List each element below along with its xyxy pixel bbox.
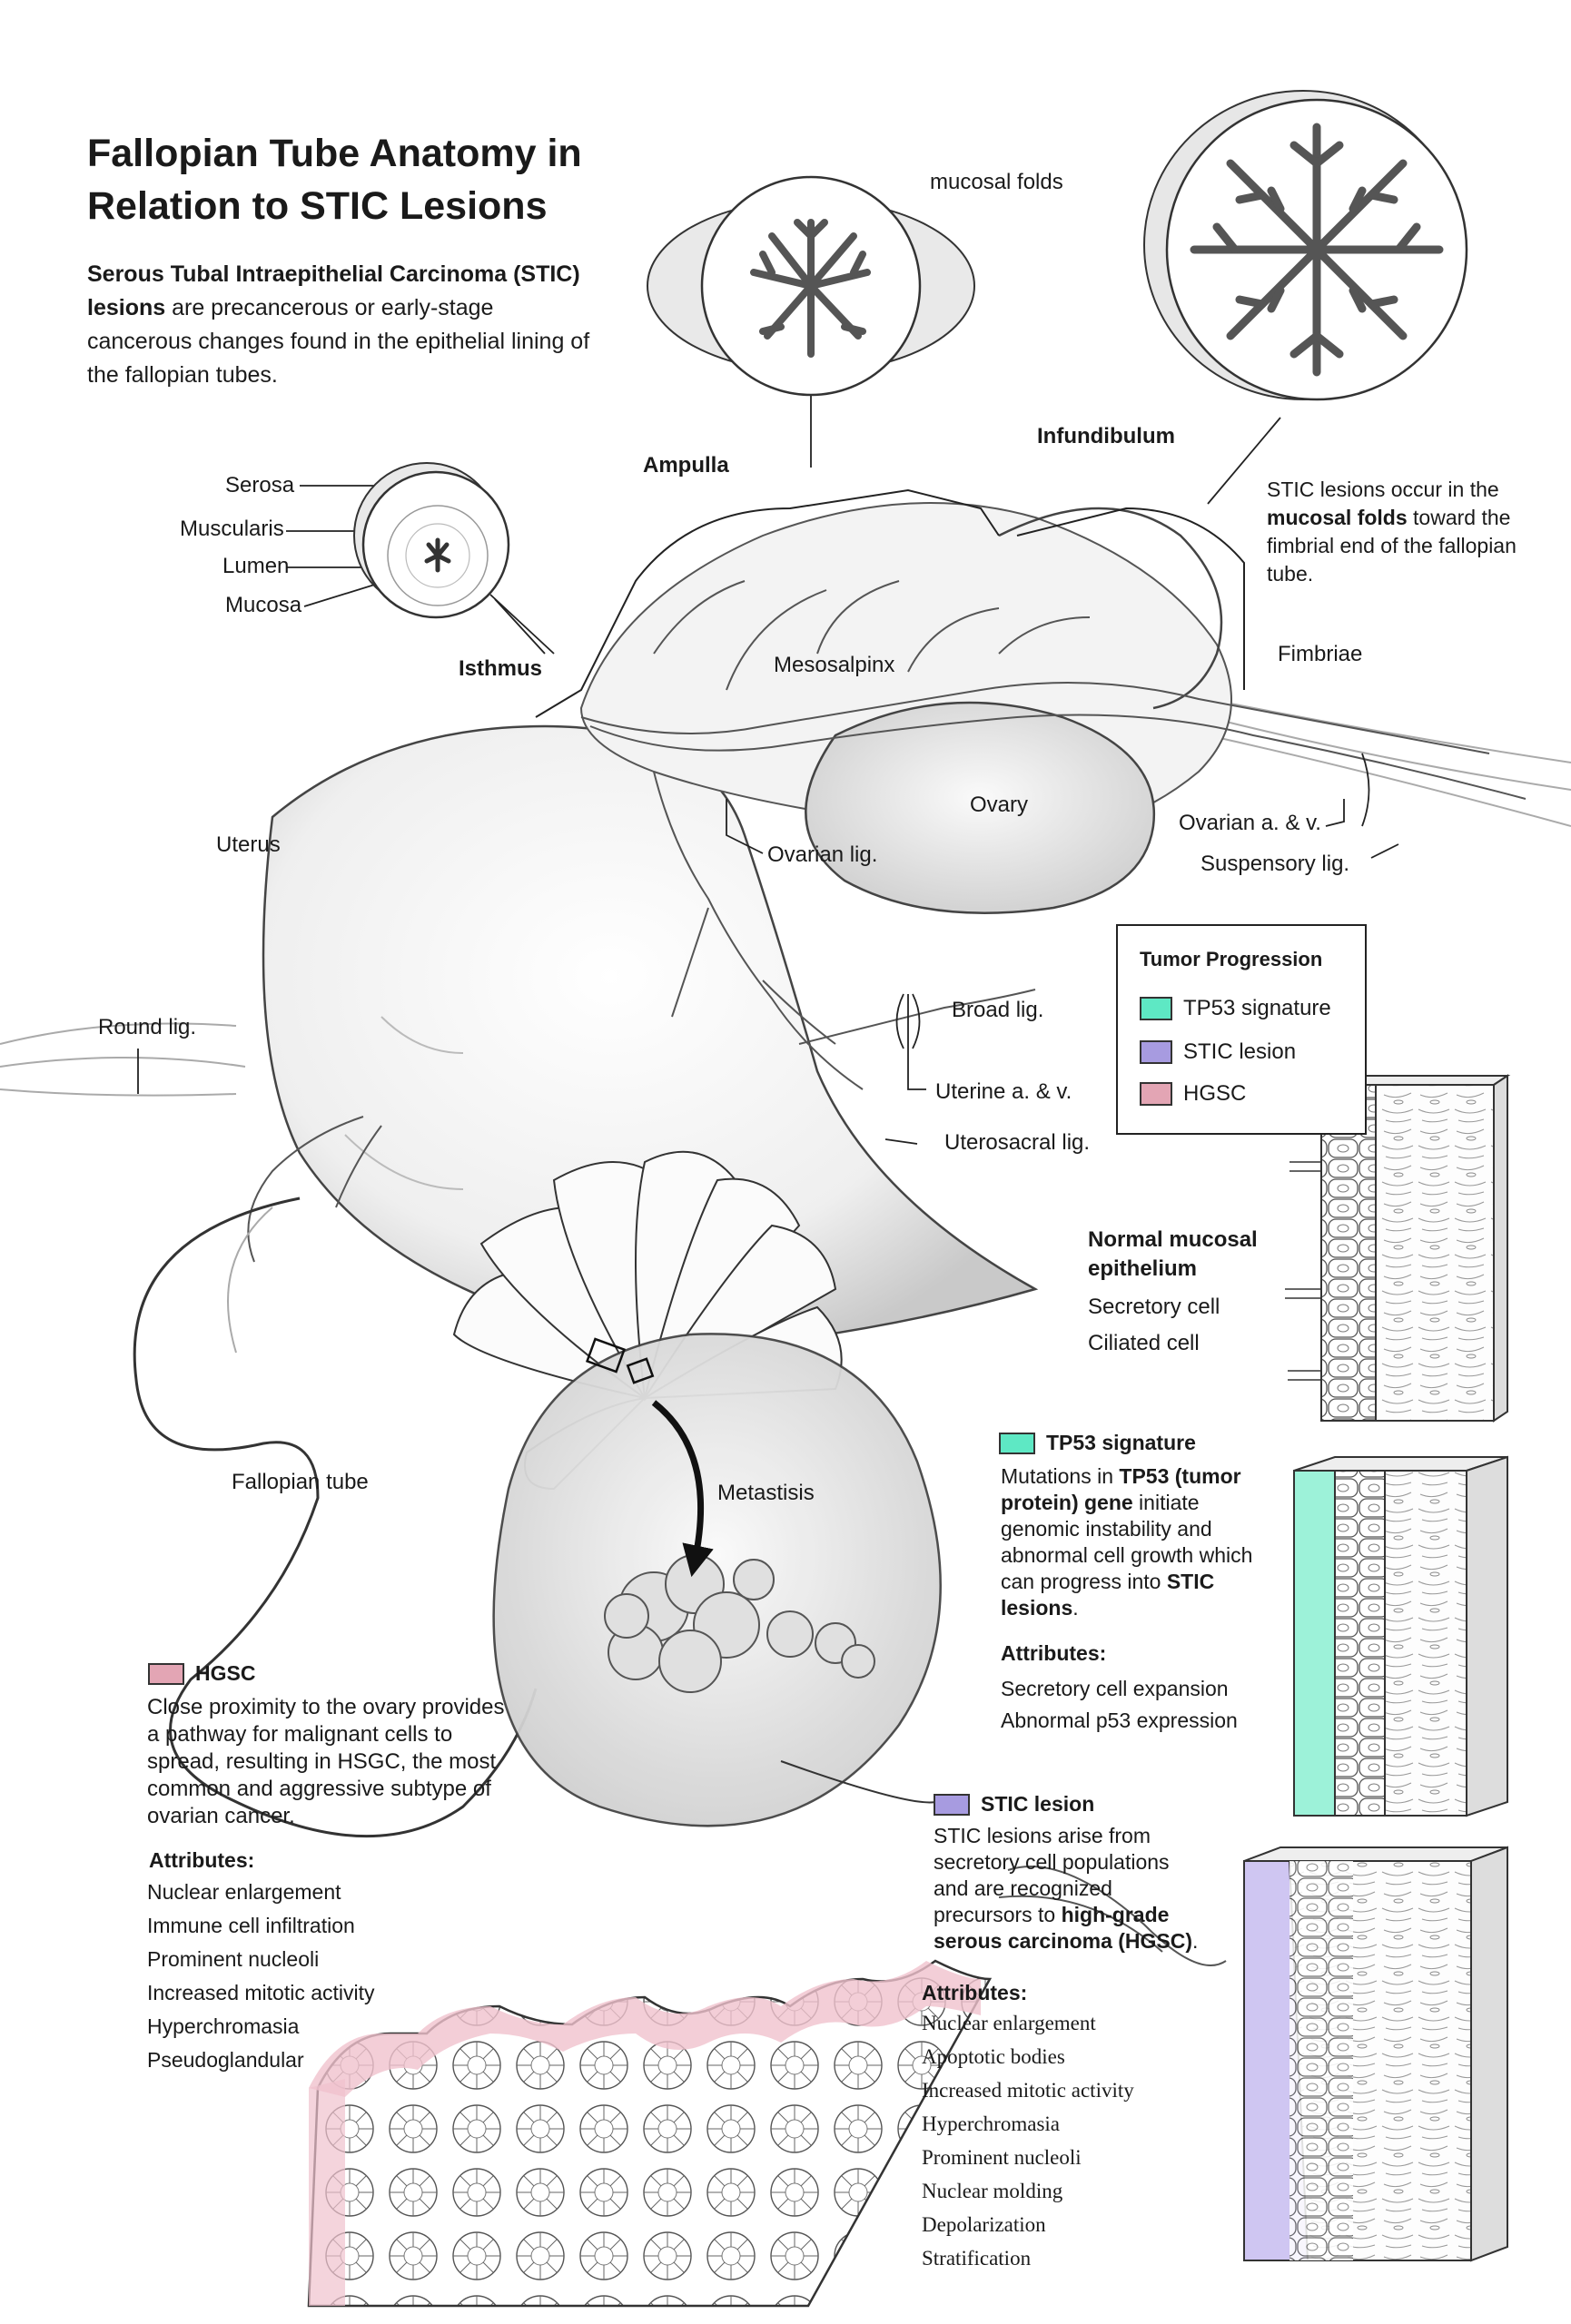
label-ovarian-av: Ovarian a. & v. xyxy=(1179,811,1321,835)
label-lumen: Lumen xyxy=(222,554,290,578)
label-infundibulum: Infundibulum xyxy=(1037,424,1175,448)
tp53-swatch xyxy=(999,1432,1035,1454)
label-mesosalpinx: Mesosalpinx xyxy=(774,653,895,677)
tp53-attributes-list: Secretory cell expansion Abnormal p53 ex… xyxy=(1001,1673,1238,1737)
hgsc-attribute: Increased mitotic activity xyxy=(147,1981,375,2004)
label-ovary: Ovary xyxy=(970,793,1029,817)
stic-attributes-title: Attributes: xyxy=(922,1981,1028,2004)
label-fimbriae: Fimbriae xyxy=(1278,642,1363,666)
label-fallopian-tube: Fallopian tube xyxy=(232,1470,369,1494)
hgsc-attribute: Nuclear enlargement xyxy=(147,1880,341,1904)
intro-bold: Serous Tubal Intraepithelial Carcinoma (… xyxy=(87,261,580,320)
hgsc-attributes-title: Attributes: xyxy=(149,1848,255,1872)
tp53-heading: TP53 signature xyxy=(999,1431,1196,1455)
label-uterus: Uterus xyxy=(216,832,281,857)
legend-swatch-hgsc xyxy=(1140,1082,1172,1106)
stic-attributes-list: Nuclear enlargement Apoptotic bodies Inc… xyxy=(922,2006,1134,2275)
hgsc-attribute: Prominent nucleoli xyxy=(147,1947,320,1971)
intro-paragraph: Serous Tubal Intraepithelial Carcinoma (… xyxy=(87,258,596,392)
label-muscularis: Muscularis xyxy=(180,517,284,541)
isthmus-cross-section xyxy=(353,462,510,619)
stic-heading: STIC lesion xyxy=(934,1792,1094,1817)
tumor-progression-legend: Tumor Progression TP53 signature STIC le… xyxy=(1116,924,1367,1135)
stic-attribute: Hyperchromasia xyxy=(922,2112,1060,2135)
label-ampulla: Ampulla xyxy=(643,453,729,478)
stic-description: STIC lesions arise from secretory cell p… xyxy=(934,1824,1199,1953)
infundibulum-fold-disc xyxy=(1143,90,1468,401)
hgsc-description: Close proximity to the ovary provides a … xyxy=(147,1695,505,1828)
stic-epithelium-block xyxy=(1243,1846,1508,2262)
ampulla-fold-disc xyxy=(647,175,975,397)
stic-attribute: Increased mitotic activity xyxy=(922,2079,1134,2102)
stic-attribute: Nuclear molding xyxy=(922,2180,1063,2202)
hgsc-heading: HGSC xyxy=(148,1661,255,1686)
legend-swatch-tp53 xyxy=(1140,997,1172,1020)
stic-location-note: STIC lesions occur in the mucosal folds … xyxy=(1267,478,1517,586)
label-isthmus: Isthmus xyxy=(459,656,543,681)
label-serosa: Serosa xyxy=(225,473,295,497)
normal-item-secretory: Secretory cell xyxy=(1088,1295,1220,1319)
label-ovarian-lig: Ovarian lig. xyxy=(767,842,878,867)
label-uterine-av: Uterine a. & v. xyxy=(935,1079,1072,1104)
hgsc-attribute: Immune cell infiltration xyxy=(147,1914,355,1937)
stic-attribute: Apoptotic bodies xyxy=(922,2045,1065,2068)
stic-attribute: Prominent nucleoli xyxy=(922,2146,1082,2169)
label-metastisis: Metastisis xyxy=(717,1481,815,1505)
legend-title: Tumor Progression xyxy=(1140,948,1323,970)
hgsc-attributes-list: Nuclear enlargement Immune cell infiltra… xyxy=(147,1876,375,2077)
normal-epithelium-title: Normal mucosal epithelium xyxy=(1088,1227,1258,1281)
stic-attribute: Stratification xyxy=(922,2247,1032,2270)
label-round-lig: Round lig. xyxy=(98,1015,197,1039)
tp53-description: Mutations in TP53 (tumor protein) gene i… xyxy=(1001,1464,1253,1620)
tp53-epithelium-block xyxy=(1293,1455,1508,1817)
stic-swatch xyxy=(934,1793,970,1816)
label-mucosal-folds: mucosal folds xyxy=(930,170,1063,194)
stic-attribute: Depolarization xyxy=(922,2213,1046,2236)
label-suspensory-lig: Suspensory lig. xyxy=(1200,852,1350,876)
hgsc-attribute: Hyperchromasia xyxy=(147,2014,300,2038)
label-broad-lig: Broad lig. xyxy=(952,998,1044,1022)
legend-label-stic: STIC lesion xyxy=(1183,1039,1297,1064)
hgsc-attribute: Pseudoglandular xyxy=(147,2048,304,2072)
hgsc-tissue-block xyxy=(307,1959,993,2308)
tp53-attribute: Secretory cell expansion xyxy=(1001,1677,1229,1700)
legend-label-hgsc: HGSC xyxy=(1183,1081,1247,1106)
stic-attribute: Nuclear enlargement xyxy=(922,2012,1096,2034)
legend-label-tp53: TP53 signature xyxy=(1183,996,1331,1020)
tp53-attributes-title: Attributes: xyxy=(1001,1641,1107,1665)
legend-swatch-stic xyxy=(1140,1040,1172,1064)
page-title: Fallopian Tube Anatomy in Relation to ST… xyxy=(87,132,582,228)
intro-rest: are precancerous or early-stage cancerou… xyxy=(87,295,590,388)
normal-epithelium-block xyxy=(1285,1074,1511,1423)
hgsc-swatch xyxy=(148,1662,184,1685)
normal-item-ciliated: Ciliated cell xyxy=(1088,1331,1200,1355)
label-mucosa: Mucosa xyxy=(225,593,302,617)
label-uterosacral-lig: Uterosacral lig. xyxy=(944,1130,1091,1155)
tp53-attribute: Abnormal p53 expression xyxy=(1001,1709,1238,1732)
